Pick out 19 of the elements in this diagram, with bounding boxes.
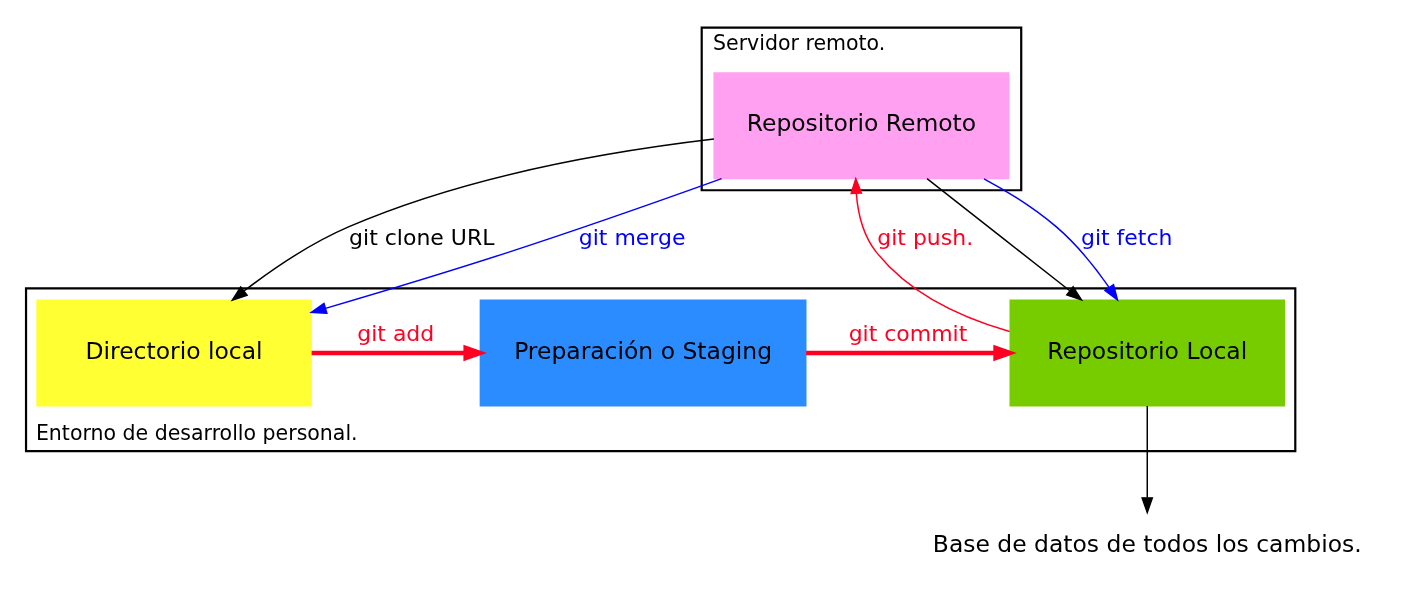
edge-label: git add (357, 321, 435, 347)
edge-label: git commit (848, 321, 968, 347)
edge-label: git push. (877, 224, 974, 250)
node-box: Directorio local (36, 299, 312, 407)
arrow (926, 177, 1084, 302)
arrow (850, 176, 1011, 333)
arrow (806, 344, 1017, 362)
node-text: Base de datos de todos los cambios. (932, 530, 1362, 558)
edge-label: git clone URL (349, 224, 495, 250)
arrow (230, 138, 715, 302)
node-box: Preparación o Staging (479, 299, 807, 407)
edge-label: git fetch (1080, 224, 1173, 250)
arrow (309, 177, 723, 315)
arrow (983, 178, 1119, 302)
node-box: Repositorio Remoto (713, 72, 1010, 180)
arrow (1141, 405, 1154, 515)
node-box: Repositorio Local (1009, 299, 1286, 407)
arrow (311, 344, 487, 362)
edge-label: git merge (578, 224, 686, 250)
